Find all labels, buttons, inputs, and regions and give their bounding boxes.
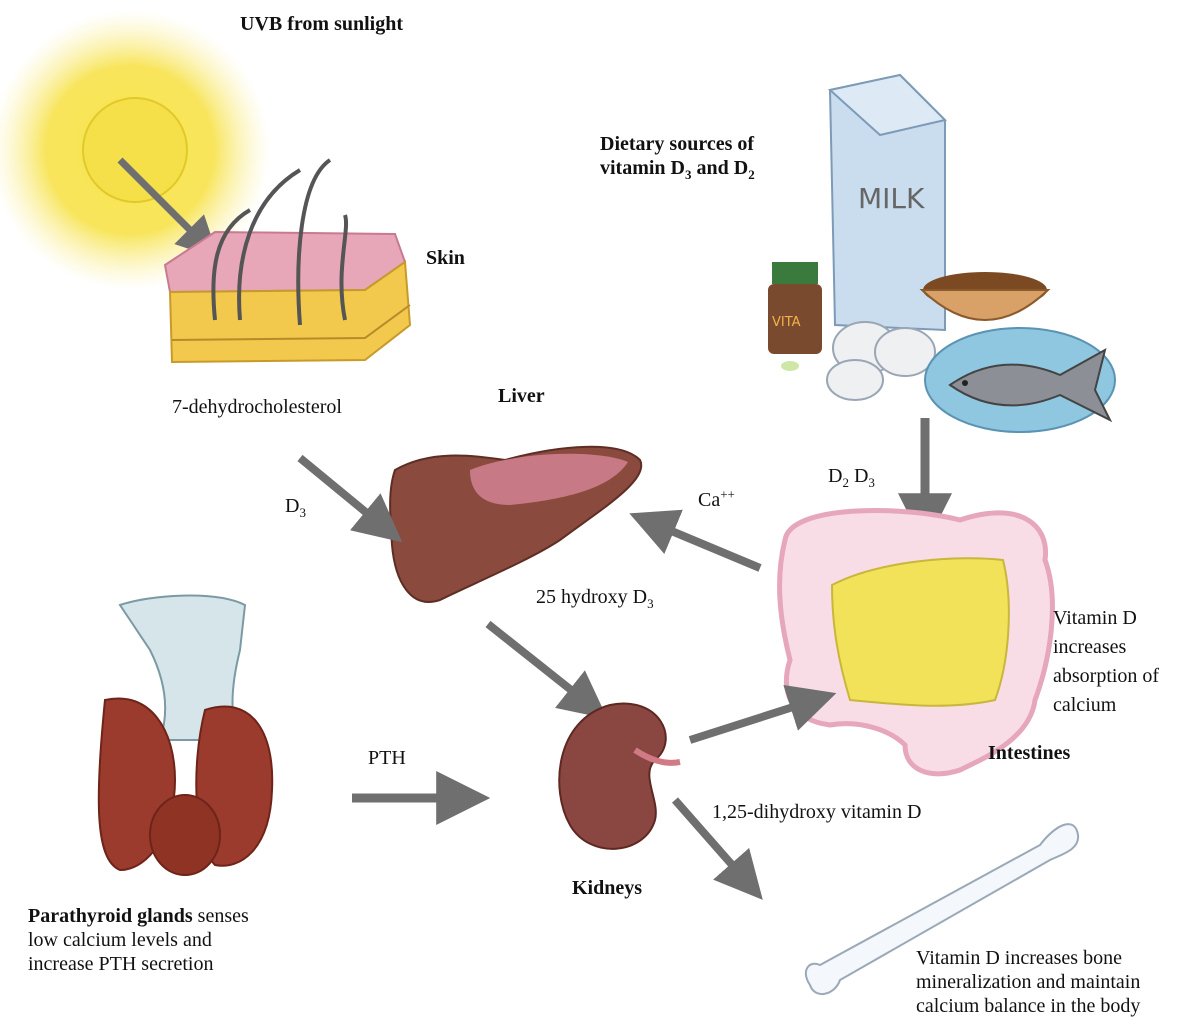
intestines-illustration (780, 510, 1053, 773)
bone-line-3: calcium balance in the body (916, 994, 1140, 1018)
parathyroid-bold: Parathyroid glands (28, 905, 193, 927)
dietary-label: Dietary sources of vitamin D3 and D2 (600, 132, 755, 180)
absorption-line-1: Vitamin D (1053, 604, 1159, 633)
dietary-and: and D (692, 157, 749, 179)
kidneys-label: Kidneys (572, 876, 642, 900)
parathyroid-line-3: increase PTH secretion (28, 952, 249, 976)
parathyroid-rest: senses (193, 905, 249, 927)
dietary-sub-2: 2 (748, 167, 755, 182)
d3-second-main: D (849, 465, 868, 487)
bone-line-2: mineralization and maintain (916, 970, 1140, 994)
vitamin-bottle-icon: VITA (768, 262, 822, 354)
kidney-to-intestine-arrow (690, 700, 815, 740)
absorption-line-3: absorption of (1053, 662, 1159, 691)
calcium-sup: ++ (720, 486, 735, 501)
eggs-icon (827, 322, 935, 400)
calcium-arrow (650, 522, 760, 568)
liver-label: Liver (498, 384, 545, 408)
kidney-illustration (559, 704, 680, 849)
liver-illustration (390, 447, 641, 602)
vitamin-bottle-text: VITA (772, 315, 801, 330)
uvb-label: UVB from sunlight (240, 12, 403, 36)
d3-sub: 3 (299, 505, 306, 520)
calcium-label: Ca++ (698, 488, 735, 512)
bone-line-1: Vitamin D increases bone (916, 946, 1140, 970)
intestines-label: Intestines (988, 741, 1070, 765)
d2-main: D (828, 465, 842, 487)
d3-label: D3 (285, 494, 306, 518)
hydroxy-sub: 3 (647, 596, 654, 611)
pth-label: PTH (368, 746, 406, 770)
absorption-label: Vitamin D increases absorption of calciu… (1053, 604, 1159, 720)
dehydrocholesterol-label: 7-dehydrocholesterol (172, 395, 342, 419)
hydroxy-main: 25 hydroxy D (536, 586, 647, 608)
dietary-line-2: vitamin D3 and D2 (600, 156, 755, 180)
absorption-line-2: increases (1053, 633, 1159, 662)
d3-main: D (285, 495, 299, 517)
d3-second-sub: 3 (868, 475, 875, 490)
dietary-line-1: Dietary sources of (600, 132, 755, 156)
hydroxy-d3-label: 25 hydroxy D3 (536, 585, 654, 609)
d2-d3-label: D2 D3 (828, 464, 875, 488)
milk-text: MILK (858, 182, 925, 215)
parathyroid-line-2: low calcium levels and (28, 928, 249, 952)
dihydroxy-label: 1,25-dihydroxy vitamin D (712, 800, 921, 824)
d3-arrow (300, 458, 385, 528)
pill-icon (781, 361, 799, 371)
calcium-main: Ca (698, 489, 720, 511)
absorption-line-4: calcium (1053, 691, 1159, 720)
skin-label: Skin (426, 246, 465, 270)
liver-to-kidney-arrow (488, 624, 590, 705)
parathyroid-label: Parathyroid glands senses low calcium le… (28, 904, 249, 976)
parathyroid-illustration (99, 596, 272, 875)
parathyroid-line-1: Parathyroid glands senses (28, 904, 249, 928)
bone-label: Vitamin D increases bone mineralization … (916, 946, 1140, 1018)
fish-plate-icon (925, 328, 1115, 432)
dietary-line-2-prefix: vitamin D (600, 157, 685, 179)
